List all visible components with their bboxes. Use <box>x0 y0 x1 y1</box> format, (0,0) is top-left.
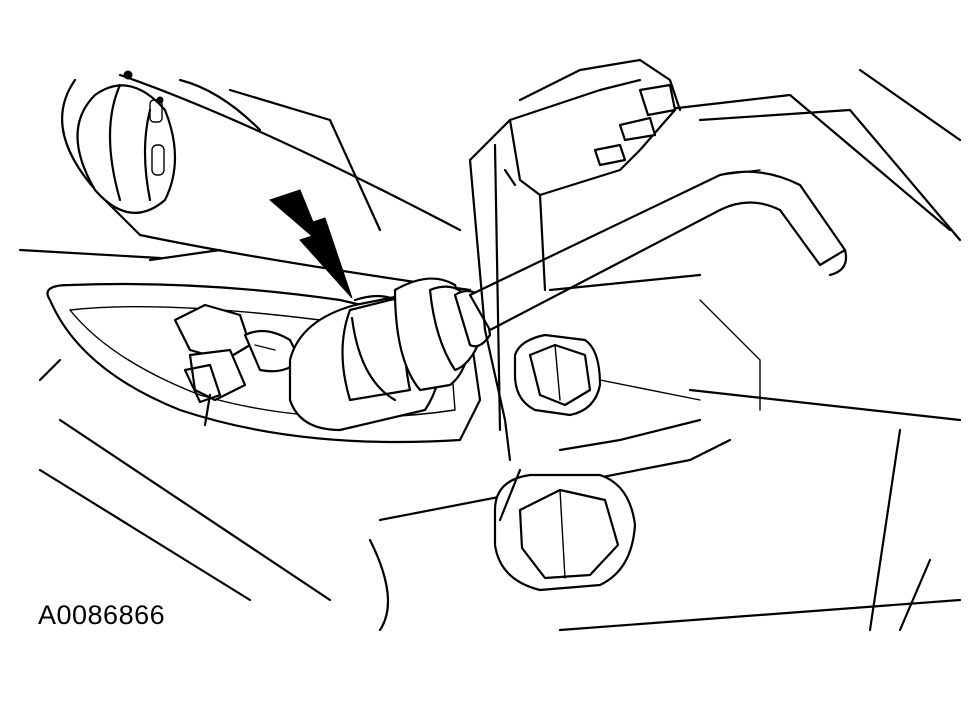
arrow-icon <box>269 189 353 299</box>
mounting-bracket <box>468 58 702 462</box>
callout-arrow <box>269 189 353 299</box>
upper-hex-bolt <box>513 333 602 417</box>
cylinder-component <box>288 277 492 432</box>
hose-assembly <box>61 70 472 292</box>
push-rod <box>468 169 848 332</box>
lower-hex-bolt <box>493 468 637 592</box>
sensor-fitting <box>173 303 302 427</box>
figure-id-label: A0086866 <box>38 600 166 630</box>
housing-outline <box>18 68 962 632</box>
